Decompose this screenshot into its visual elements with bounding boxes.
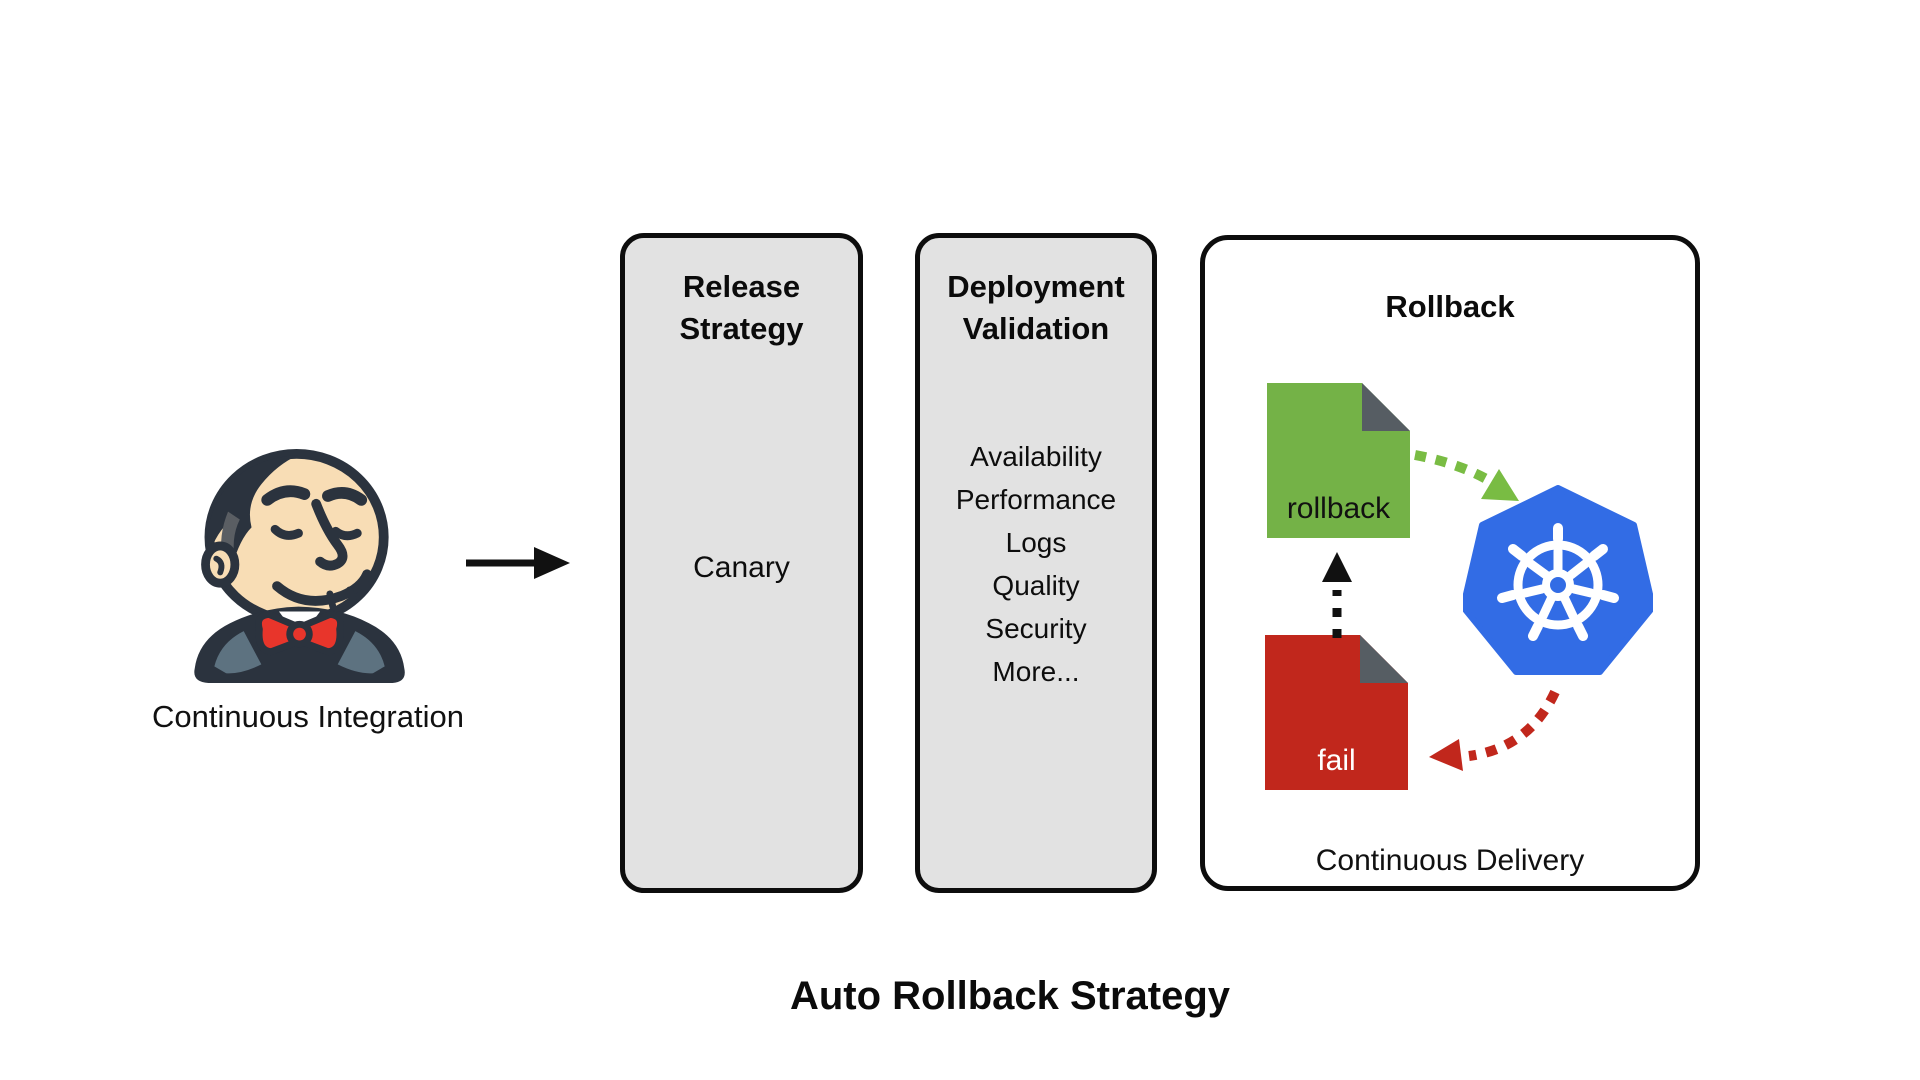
validation-item: Security xyxy=(985,613,1087,644)
release-strategy-panel: Release Strategy Canary xyxy=(620,233,863,893)
rollback-title: Rollback xyxy=(1385,289,1515,324)
release-strategy-title: Release Strategy xyxy=(679,269,804,346)
kubernetes-logo-icon xyxy=(1463,485,1653,675)
rollback-to-k8s-arrow-icon xyxy=(1414,450,1519,501)
validation-item: Availability xyxy=(970,441,1102,472)
continuous-integration-label: Continuous Integration xyxy=(152,699,464,734)
deployment-validation-panel: Deployment Validation Availability Perfo… xyxy=(915,233,1157,893)
rollback-panel: Rollback rollback fail xyxy=(1200,235,1700,891)
fail-to-rollback-arrow-icon xyxy=(1322,552,1352,638)
validation-list: Availability Performance Logs Quality Se… xyxy=(920,435,1152,693)
deployment-validation-title: Deployment Validation xyxy=(947,269,1125,346)
canary-label: Canary xyxy=(693,551,790,584)
document-icon xyxy=(1267,383,1410,538)
rollback-doc: rollback xyxy=(1267,383,1410,538)
validation-item: Logs xyxy=(1005,527,1067,558)
rollback-flow-arrows xyxy=(1322,450,1560,771)
jenkins-mascot-icon xyxy=(194,449,405,684)
rollback-doc-label: rollback xyxy=(1286,492,1391,525)
flow-arrow-icon xyxy=(466,547,570,579)
validation-item: Quality xyxy=(992,570,1080,601)
diagram-title: Auto Rollback Strategy xyxy=(789,974,1231,1018)
validation-item: More... xyxy=(992,656,1080,687)
k8s-to-fail-arrow-icon xyxy=(1429,689,1560,771)
document-icon xyxy=(1265,635,1408,790)
fail-doc-label: fail xyxy=(1317,744,1356,777)
fail-doc: fail xyxy=(1265,635,1408,790)
continuous-delivery-label: Continuous Delivery xyxy=(1315,844,1585,877)
validation-item: Performance xyxy=(955,484,1117,515)
